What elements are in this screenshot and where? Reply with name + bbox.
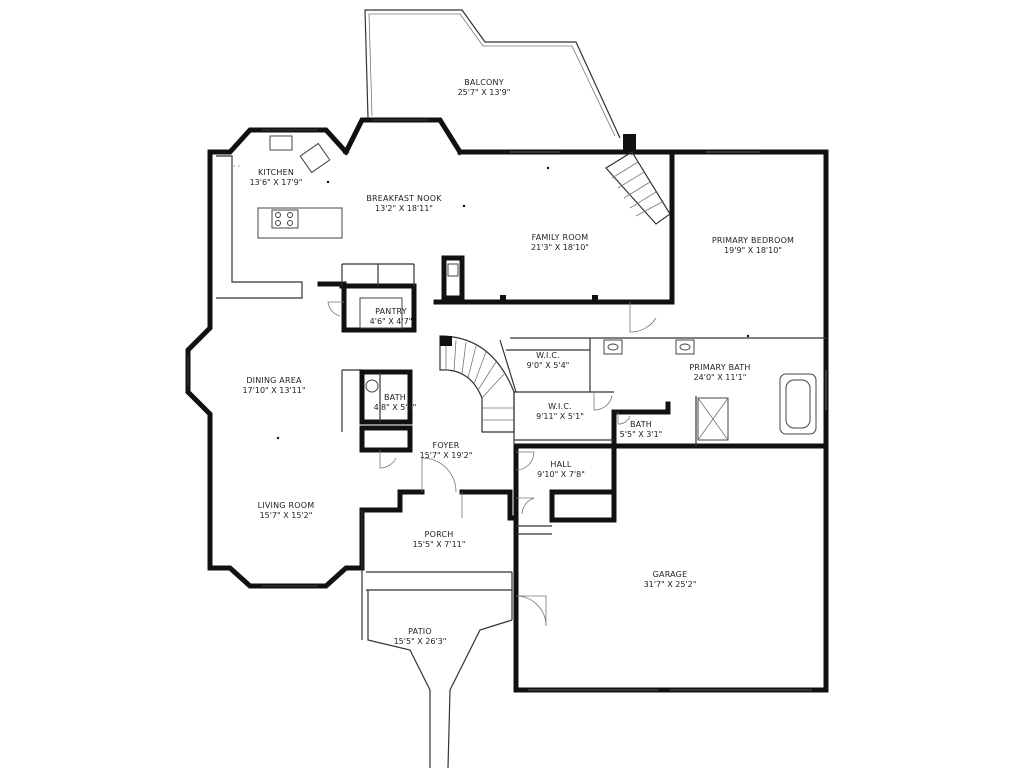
half-bath: [341, 369, 413, 469]
room-label: PRIMARY BATH: [689, 363, 750, 372]
room-label: HALL: [550, 460, 572, 469]
room-dimension: 17'10" X 13'11": [242, 386, 305, 395]
room-label: DINING AREA: [246, 376, 302, 385]
foyer-stairs: [439, 335, 517, 433]
room-label: PANTRY: [375, 307, 407, 316]
exterior-walls: [185, 149, 829, 768]
room-label: BREAKFAST NOOK: [366, 194, 442, 203]
kitchen-fixtures: [216, 135, 343, 299]
room-dimension: 24'0" X 11'1": [694, 373, 747, 382]
room-label: LIVING ROOM: [258, 501, 315, 510]
room-dimension: 15'7" X 19'2": [420, 451, 473, 460]
room-label: BALCONY: [464, 78, 504, 87]
room-dimension: 9'0" X 5'4": [527, 361, 570, 370]
room-label: BATH: [384, 393, 406, 402]
room-dimension: 21'3" X 18'10": [531, 243, 589, 252]
stairs-family: [605, 151, 671, 225]
room-dimension: 31'7" X 25'2": [644, 580, 697, 589]
room-label: PRIMARY BEDROOM: [712, 236, 794, 245]
kitchen-bay: [207, 127, 350, 156]
room-labels: BALCONY 25'7" X 13'9" KITCHEN 13'6" X 17…: [242, 78, 794, 646]
pantry-walls: [317, 255, 465, 333]
room-label: BATH: [630, 420, 652, 429]
room-label: PATIO: [408, 627, 432, 636]
balcony-outline: [364, 9, 636, 152]
room-label: W.I.C.: [536, 351, 560, 360]
door-swings: [421, 392, 631, 627]
room-dimension: 15'5" X 26'3": [394, 637, 447, 646]
room-label: FOYER: [433, 441, 460, 450]
room-label: GARAGE: [653, 570, 688, 579]
room-dimension: 4'8" X 5'3": [374, 403, 417, 412]
primary-suite-walls: [506, 302, 827, 449]
room-dimension: 15'7" X 15'2": [260, 511, 313, 520]
room-dimension: 5'5" X 3'1": [620, 430, 663, 439]
nook-bay: [342, 117, 464, 156]
room-label: FAMILY ROOM: [532, 233, 589, 242]
room-dimension: 9'11" X 5'1": [536, 412, 584, 421]
room-label: W.I.C.: [548, 402, 572, 411]
room-label: PORCH: [425, 530, 454, 539]
room-dimension: 4'6" X 4'7": [370, 317, 413, 326]
room-dimension: 15'5" X 7'11": [413, 540, 466, 549]
room-dimension: 13'2" X 18'11": [375, 204, 433, 213]
markers: [276, 166, 750, 440]
room-dimension: 19'9" X 18'10": [724, 246, 782, 255]
room-label: KITCHEN: [258, 168, 294, 177]
room-dimension: 9'10" X 7'8": [537, 470, 585, 479]
room-dimension: 25'7" X 13'9": [458, 88, 511, 97]
room-dimension: 13'6" X 17'9": [250, 178, 303, 187]
